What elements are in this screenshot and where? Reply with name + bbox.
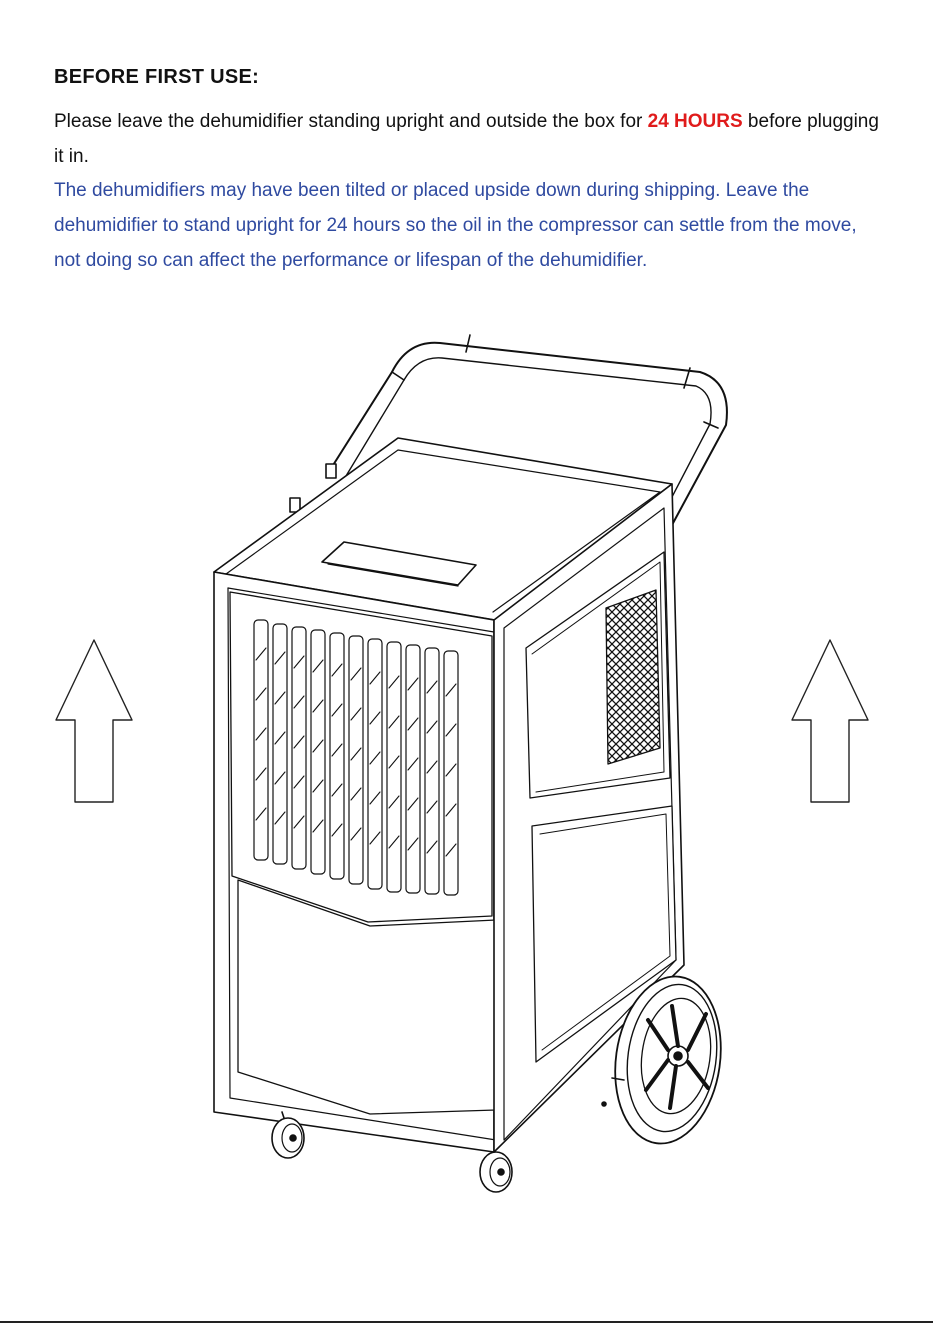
- caster-wheel-icon: [271, 1111, 305, 1159]
- explanation-paragraph: The dehumidifiers may have been tilted o…: [54, 180, 857, 271]
- instruction-text-end: before plugging it in.: [54, 111, 879, 167]
- instruction-text-start: Please leave the dehumidifier standing u…: [54, 111, 648, 132]
- front-grille: [229, 591, 493, 923]
- side-mesh-grille: [605, 589, 661, 765]
- dehumidifier-illustration: [55, 334, 869, 1193]
- instruction-paragraph: Please leave the dehumidifier standing u…: [54, 104, 884, 174]
- handle-icon: [329, 341, 728, 526]
- wheel-icon: [611, 975, 722, 1145]
- knob-icon: [289, 497, 301, 513]
- grille-slats: [253, 619, 459, 896]
- knob-icon: [325, 463, 337, 479]
- arrow-up-icon-left: [55, 639, 133, 803]
- caster-wheel-icon: [479, 1151, 513, 1193]
- section-heading: BEFORE FIRST USE:: [54, 66, 260, 88]
- side-lower-panel: [531, 805, 677, 1063]
- arrow-up-icon-right: [791, 639, 869, 803]
- duration-highlight: 24 HOURS: [647, 111, 743, 132]
- page-bottom-rule: [0, 1321, 933, 1323]
